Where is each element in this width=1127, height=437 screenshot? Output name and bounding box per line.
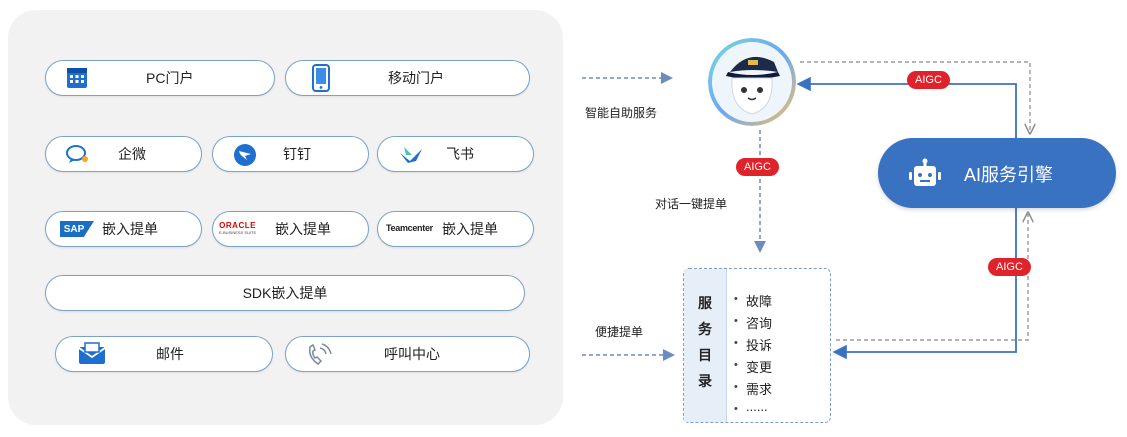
mobile-portal-pill[interactable]: 移动门户 (285, 60, 530, 96)
aigc-badge: AIGC (988, 258, 1031, 276)
bullet: • (734, 359, 738, 371)
callcenter-label: 呼叫中心 (384, 346, 440, 362)
feishu-pill[interactable]: 飞书 (377, 136, 534, 172)
wecom-pill[interactable]: 企微 (45, 136, 202, 172)
dingtalk-pill[interactable]: 钉钉 (212, 136, 369, 172)
calendar-grid-icon (66, 67, 88, 89)
catalog-title-char: 目 (698, 347, 712, 363)
chat-bubble-icon (66, 144, 90, 164)
bullet: • (734, 403, 738, 415)
dingtalk-label: 钉钉 (283, 146, 311, 162)
teamcenter-logo: Teamcenter (386, 223, 433, 233)
one-click-label: 对话一键提单 (655, 197, 728, 211)
callcenter-pill[interactable]: 呼叫中心 (285, 336, 530, 372)
robot-icon (908, 158, 942, 195)
self-service-label: 智能自助服务 (585, 106, 658, 120)
teamcenter-embed-label: 嵌入提单 (442, 221, 498, 237)
catalog-title-char: 务 (698, 321, 712, 337)
catalog-item: ...... (746, 399, 768, 414)
aigc-badge: AIGC (907, 71, 950, 89)
catalog-item[interactable]: 变更 (746, 360, 773, 375)
feishu-icon (398, 145, 424, 165)
oracle-embed-label: 嵌入提单 (275, 221, 331, 237)
catalog-item[interactable]: 需求 (746, 382, 773, 397)
teamcenter-embed-pill[interactable]: Teamcenter 嵌入提单 (377, 211, 534, 247)
catalog-title-char: 录 (698, 373, 712, 389)
catalog-item[interactable]: 投诉 (746, 338, 773, 353)
sdk-embed-pill[interactable]: SDK嵌入提单 (45, 275, 525, 311)
bullet: • (734, 337, 738, 349)
pc-portal-pill[interactable]: PC门户 (45, 60, 275, 96)
catalog-title-char: 服 (698, 295, 712, 311)
mobile-portal-label: 移动门户 (388, 70, 444, 86)
sap-logo: SAP (60, 221, 94, 237)
bullet: • (734, 315, 738, 327)
aigc-badge: AIGC (736, 158, 779, 176)
mobile-phone-icon (312, 64, 330, 92)
phone-handset-icon (306, 343, 336, 367)
sap-embed-label: 嵌入提单 (102, 221, 158, 237)
bullet: • (734, 381, 738, 393)
sap-embed-pill[interactable]: SAP 嵌入提单 (45, 211, 202, 247)
oracle-embed-pill[interactable]: ORACLE E-BUSINESS SUITE 嵌入提单 (212, 211, 369, 247)
catalog-item[interactable]: 故障 (746, 294, 773, 309)
catalog-title-column: 服 务 目 录 (684, 269, 727, 422)
email-pill[interactable]: 邮件 (55, 336, 273, 372)
engine-label: AI服务引擎 (964, 165, 1054, 185)
feishu-label: 飞书 (446, 146, 474, 162)
ai-service-engine[interactable]: AI服务引擎 (878, 138, 1116, 208)
dingtalk-icon (233, 143, 257, 167)
bullet: • (734, 293, 738, 305)
pc-portal-label: PC门户 (146, 70, 194, 86)
oracle-logo: ORACLE E-BUSINESS SUITE (219, 221, 257, 235)
service-catalog[interactable]: 服 务 目 录 • 故障 • 咨询 • 投诉 • 变更 • 需求 • .....… (683, 268, 831, 423)
cat-mascot-avatar (708, 38, 796, 126)
envelope-icon (78, 342, 106, 366)
assistant-avatar[interactable] (708, 38, 796, 126)
sdk-embed-label: SDK嵌入提单 (242, 285, 328, 301)
wecom-label: 企微 (118, 146, 146, 162)
email-label: 邮件 (156, 346, 184, 362)
quick-submit-label: 便捷提单 (595, 325, 644, 339)
catalog-item[interactable]: 咨询 (746, 316, 773, 331)
